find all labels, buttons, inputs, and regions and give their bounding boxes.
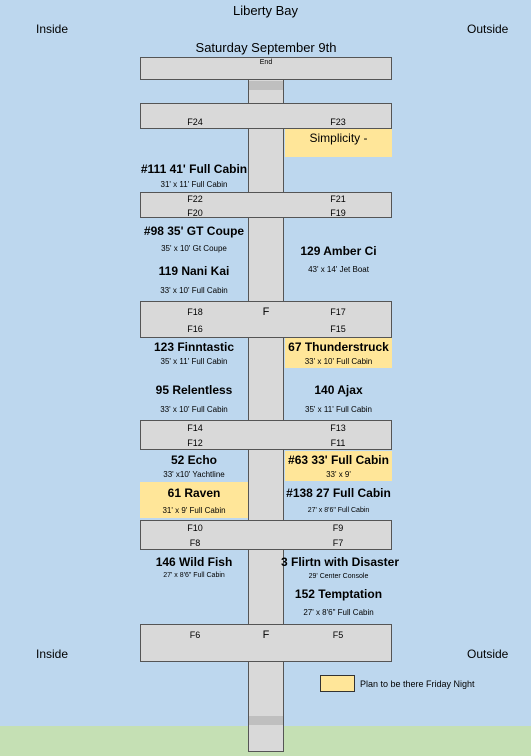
boat-146-name: 146 Wild Fish — [155, 555, 233, 569]
finger-f21: F21 — [330, 194, 346, 204]
boat-129-name: 129 Amber Ci — [300, 244, 377, 258]
finger-f19: F19 — [330, 208, 346, 218]
dock-f6-f5 — [140, 624, 392, 662]
boat-67-desc: 33' x 10' Full Cabin — [304, 357, 373, 366]
end-label: End — [259, 59, 273, 66]
finger-f6: F6 — [189, 630, 201, 640]
boat-129-desc: 43' x 14' Jet Boat — [308, 265, 369, 274]
finger-f20: F20 — [187, 208, 203, 218]
boat-simplicity-name: Simplicity - — [309, 131, 368, 145]
boat-63-name: #63 33' Full Cabin — [288, 453, 389, 467]
boat-111-desc: 31' x 11' Full Cabin — [160, 180, 228, 189]
boat-63-desc: 33' x 9' — [326, 470, 351, 479]
slip-63 — [285, 451, 392, 481]
boat-140-desc: 35' x 11' Full Cabin — [305, 405, 372, 414]
boat-140-name: 140 Ajax — [314, 383, 363, 397]
label-outside-bottom: Outside — [467, 647, 509, 661]
finger-f12: F12 — [187, 438, 203, 448]
finger-f7: F7 — [332, 538, 344, 548]
finger-f24: F24 — [187, 117, 203, 127]
boat-119-name: 119 Nani Kai — [158, 264, 230, 278]
boat-138-desc: 27' x 8'6" Full Cabin — [307, 507, 370, 514]
slip-61 — [140, 482, 248, 518]
finger-f14: F14 — [187, 423, 203, 433]
boat-95-desc: 33' x 10' Full Cabin — [160, 405, 228, 414]
boat-123-name: 123 Finntastic — [153, 340, 235, 354]
dock-f10-f9 — [140, 520, 392, 550]
map-title: Liberty Bay — [232, 3, 299, 18]
boat-98-desc: 35' x 10' Gt Coupe — [161, 244, 227, 253]
finger-f18: F18 — [187, 307, 203, 317]
boat-123-desc: 35' x 11' Full Cabin — [160, 357, 228, 366]
finger-f10: F10 — [187, 523, 203, 533]
boat-138-name: #138 27 Full Cabin — [286, 486, 391, 500]
boat-3-name: 3 Flirtn with Disaster — [280, 555, 400, 569]
boat-3-desc: 29' Center Console — [308, 573, 369, 580]
finger-f22: F22 — [187, 194, 203, 204]
finger-f13: F13 — [330, 423, 346, 433]
finger-f15: F15 — [330, 324, 346, 334]
boat-111-name: #111 41' Full Cabin — [140, 162, 248, 176]
boat-146-desc: 27' x 8'6" Full Cabin — [163, 572, 225, 579]
boat-152-name: 152 Temptation — [294, 587, 383, 601]
boat-61-name: 61 Raven — [167, 486, 221, 500]
label-outside-top: Outside — [467, 22, 509, 36]
dock-f24-f23 — [140, 103, 392, 129]
finger-f16: F16 — [187, 324, 203, 334]
label-inside-bottom: Inside — [36, 647, 69, 661]
finger-f8: F8 — [189, 538, 201, 548]
dock-letter-lower: F — [262, 629, 270, 641]
dock-f22-f21 — [140, 192, 392, 218]
boat-52-desc: 33' x10' Yachtline — [163, 470, 225, 479]
legend-swatch — [320, 675, 355, 692]
boat-67-name: 67 Thunderstruck — [288, 340, 389, 354]
boat-98-name: #98 35' GT Coupe — [143, 224, 245, 238]
dock-letter-upper: F — [262, 306, 270, 318]
finger-f17: F17 — [330, 307, 346, 317]
dock-f14-f13 — [140, 420, 392, 450]
finger-f23: F23 — [330, 117, 346, 127]
slip-67 — [285, 338, 392, 368]
dock-f18-f17 — [140, 301, 392, 338]
dock-end — [140, 57, 392, 80]
slip-simplicity — [285, 129, 392, 157]
event-date: Saturday September 9th — [195, 40, 337, 55]
finger-f5: F5 — [332, 630, 344, 640]
boat-152-desc: 27' x 8'6" Full Cabin — [303, 608, 374, 617]
boat-61-desc: 31' x 9' Full Cabin — [162, 506, 226, 515]
boat-52-name: 52 Echo — [170, 453, 218, 467]
legend-label: Plan to be there Friday Night — [360, 679, 475, 689]
ramp-segment — [249, 81, 283, 90]
finger-f9: F9 — [332, 523, 344, 533]
ramp-segment-bottom — [249, 716, 283, 725]
boat-119-desc: 33' x 10' Full Cabin — [160, 286, 228, 295]
boat-95-name: 95 Relentless — [155, 383, 233, 397]
finger-f11: F11 — [330, 438, 346, 448]
label-inside-top: Inside — [36, 22, 69, 36]
